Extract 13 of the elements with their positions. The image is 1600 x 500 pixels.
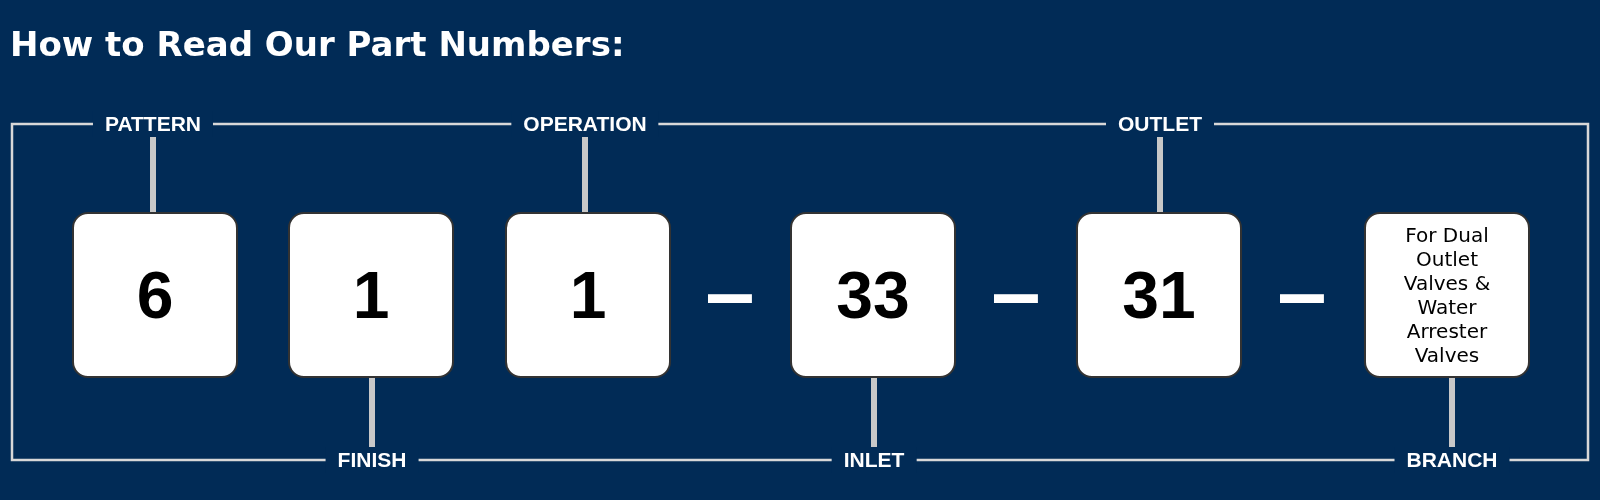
digit-card: 31 — [1076, 212, 1242, 378]
note-card: For Dual Outlet Valves & Water Arrester Valves — [1364, 212, 1530, 378]
leader-line — [1449, 375, 1455, 450]
digit-card: 33 — [790, 212, 956, 378]
leader-line — [871, 375, 877, 450]
digit-card: 1 — [288, 212, 454, 378]
digit-card: 1 — [505, 212, 671, 378]
hyphen-separator: - — [1272, 262, 1332, 322]
digit-card: 6 — [72, 212, 238, 378]
leader-line — [369, 375, 375, 450]
hyphen-separator: - — [986, 262, 1046, 322]
title: How to Read Our Part Numbers: — [10, 24, 625, 64]
hyphen-separator: - — [700, 262, 760, 322]
